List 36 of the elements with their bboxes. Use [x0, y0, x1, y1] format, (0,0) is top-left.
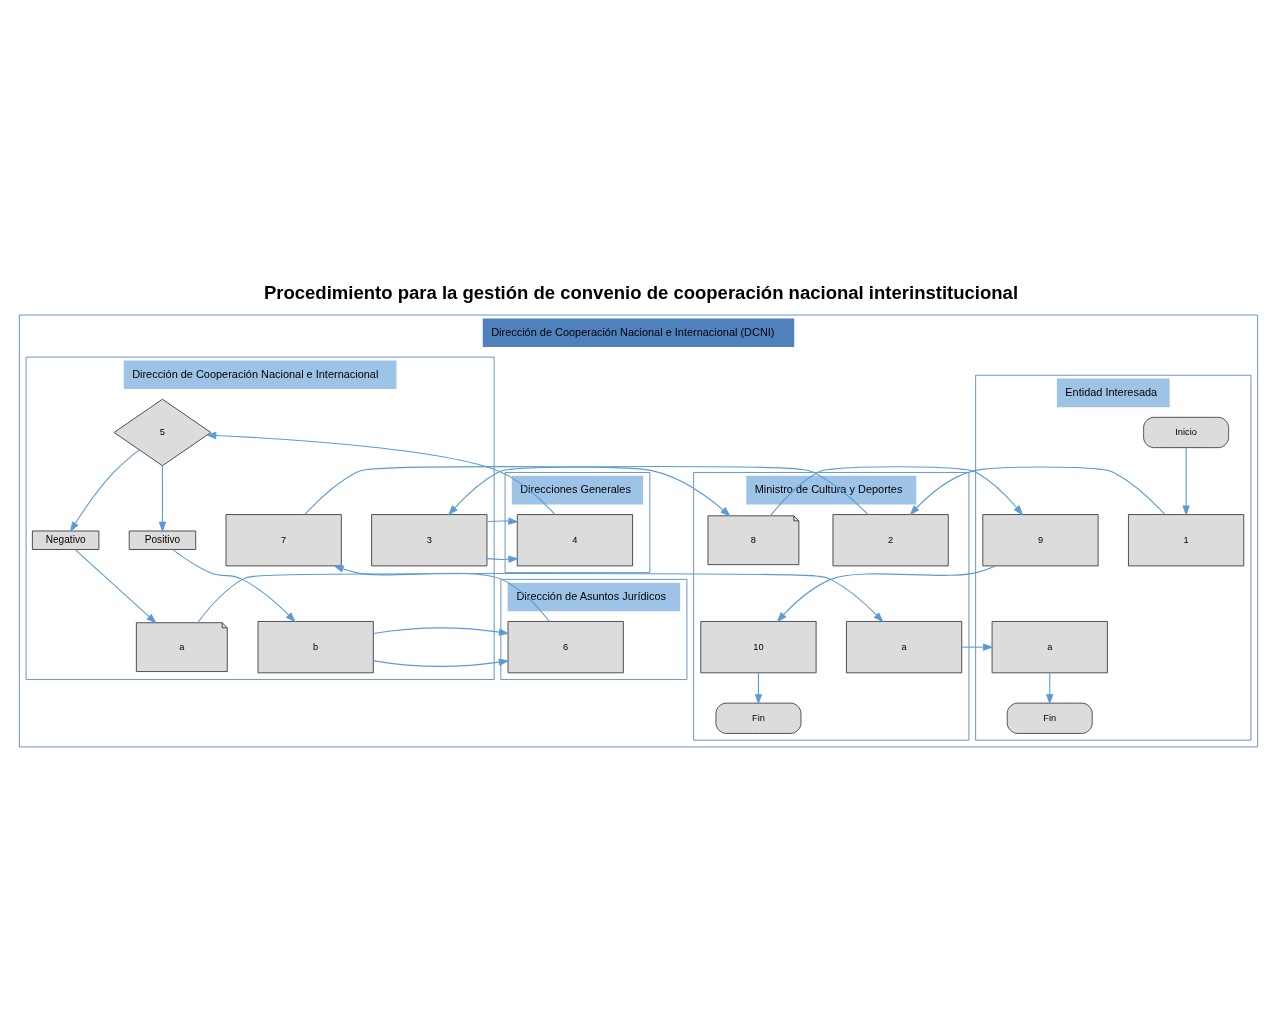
- arrow: [373, 626, 510, 667]
- arrow: [74, 548, 157, 624]
- arrow: [754, 672, 763, 705]
- arrow: [172, 548, 296, 623]
- arrow: [486, 516, 519, 563]
- arrow: [776, 565, 997, 622]
- node-box: Positivo: [128, 530, 197, 550]
- arrow: [1046, 672, 1054, 705]
- arrow: [333, 565, 550, 622]
- node-box: Negativo: [31, 530, 100, 550]
- node-box: 6: [507, 620, 624, 673]
- node-box: b: [257, 620, 374, 673]
- node-box: 10: [700, 620, 817, 673]
- node-diamond: 5: [113, 398, 212, 466]
- node-box: a: [846, 620, 963, 673]
- arrow: [158, 464, 167, 532]
- arrow: [447, 465, 869, 516]
- node-box: 1: [1128, 513, 1245, 566]
- arrow: [1182, 446, 1190, 516]
- node-box: 9: [982, 513, 1099, 566]
- arrow: [770, 465, 1024, 516]
- arrow: [205, 431, 556, 515]
- node-box: 7: [225, 513, 342, 566]
- arrow: [304, 465, 731, 517]
- node-box: Fin: [1006, 702, 1093, 734]
- arrow: [197, 572, 884, 623]
- node-box: 2: [832, 513, 949, 566]
- node-box: 4: [516, 513, 634, 566]
- diagram-title: Procedimiento para la gestión de convenio de cooperación nacional interinstitucional: [263, 281, 1019, 303]
- arrow: [909, 465, 1166, 515]
- arrow: [961, 642, 994, 651]
- node-box: Fin: [715, 702, 802, 734]
- node-box: a: [991, 620, 1108, 673]
- node-box: 3: [371, 513, 488, 566]
- arrow: [69, 448, 140, 532]
- node-box: Inicio: [1143, 416, 1230, 448]
